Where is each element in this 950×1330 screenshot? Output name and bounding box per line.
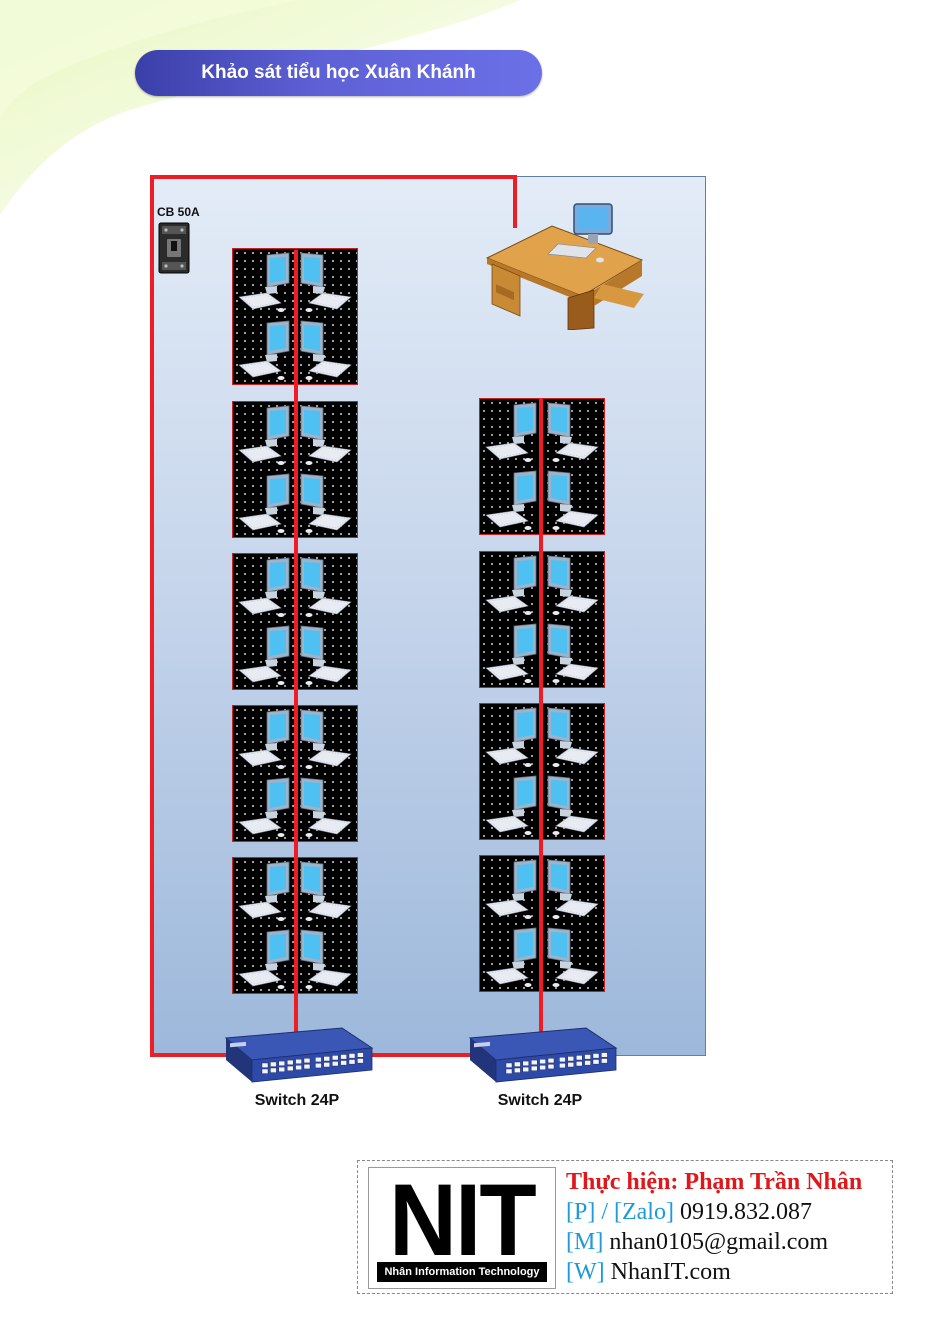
desktop-computer-icon xyxy=(238,861,290,921)
desktop-computer-icon xyxy=(238,473,290,533)
desktop-computer-icon xyxy=(300,625,352,685)
desktop-computer-icon xyxy=(547,927,599,987)
switch-label: Switch 24P xyxy=(254,1092,340,1109)
desktop-computer-icon xyxy=(238,929,290,989)
desktop-computer-icon xyxy=(300,557,352,617)
desktop-computer-icon xyxy=(547,707,599,767)
desktop-computer-icon xyxy=(547,775,599,835)
desktop-computer-icon xyxy=(547,470,599,530)
desktop-computer-icon xyxy=(300,320,352,380)
desktop-computer-icon xyxy=(485,859,537,919)
breaker-label: CB 50A xyxy=(157,205,200,219)
desktop-computer-icon xyxy=(547,859,599,919)
email-label: [M] xyxy=(566,1229,604,1255)
desktop-computer-icon xyxy=(300,473,352,533)
corner-swoosh-decoration xyxy=(0,0,520,215)
desktop-computer-icon xyxy=(547,623,599,683)
desktop-computer-icon xyxy=(300,405,352,465)
circuit-breaker-icon xyxy=(158,222,190,274)
phone-line: [P] / [Zalo] 0919.832.087 xyxy=(566,1197,812,1227)
desktop-computer-icon xyxy=(238,709,290,769)
desktop-computer-icon xyxy=(300,252,352,312)
computer-cluster xyxy=(232,553,358,690)
computer-cluster xyxy=(232,857,358,994)
desktop-computer-icon xyxy=(238,777,290,837)
desktop-computer-icon xyxy=(485,775,537,835)
desktop-computer-icon xyxy=(547,555,599,615)
desktop-computer-icon xyxy=(485,555,537,615)
computer-cluster xyxy=(479,551,605,688)
computer-cluster xyxy=(232,248,358,385)
page-title: Khảo sát tiểu học Xuân Khánh xyxy=(135,50,542,96)
desktop-computer-icon xyxy=(485,927,537,987)
desktop-computer-icon xyxy=(485,402,537,462)
desktop-computer-icon xyxy=(238,625,290,685)
email-value: nhan0105@gmail.com xyxy=(609,1229,829,1255)
logo-tagline: Nhân Information Technology xyxy=(377,1262,547,1282)
network-switch-icon xyxy=(224,1027,374,1083)
desktop-computer-icon xyxy=(238,405,290,465)
desktop-computer-icon xyxy=(485,707,537,767)
computer-cluster xyxy=(479,855,605,992)
computer-cluster xyxy=(479,398,605,535)
desktop-computer-icon xyxy=(300,709,352,769)
logo-letters: NIT xyxy=(389,1167,536,1277)
phone-value: 0919.832.087 xyxy=(679,1199,812,1225)
desktop-computer-icon xyxy=(238,320,290,380)
network-switch-icon xyxy=(468,1027,618,1083)
desktop-computer-icon xyxy=(238,557,290,617)
switch-label: Switch 24P xyxy=(497,1092,583,1109)
computer-cluster xyxy=(232,401,358,538)
desktop-computer-icon xyxy=(485,623,537,683)
desktop-computer-icon xyxy=(300,777,352,837)
web-value: NhanIT.com xyxy=(610,1259,731,1285)
desktop-computer-icon xyxy=(238,252,290,312)
desktop-computer-icon xyxy=(485,470,537,530)
computer-desk-icon xyxy=(485,203,644,330)
author-line: Thực hiện: Phạm Trần Nhân xyxy=(566,1169,863,1195)
email-line: [M] nhan0105@gmail.com xyxy=(566,1227,828,1257)
computer-cluster xyxy=(479,703,605,840)
phone-label: [P] / [Zalo] xyxy=(566,1199,674,1225)
desktop-computer-icon xyxy=(547,402,599,462)
desktop-computer-icon xyxy=(300,861,352,921)
web-line: [W] NhanIT.com xyxy=(566,1257,731,1287)
credits-box: NIT Nhân Information Technology Thực hiệ… xyxy=(357,1160,893,1294)
desktop-computer-icon xyxy=(300,929,352,989)
computer-cluster xyxy=(232,705,358,842)
nit-logo: NIT Nhân Information Technology xyxy=(368,1167,556,1289)
web-label: [W] xyxy=(566,1259,605,1285)
